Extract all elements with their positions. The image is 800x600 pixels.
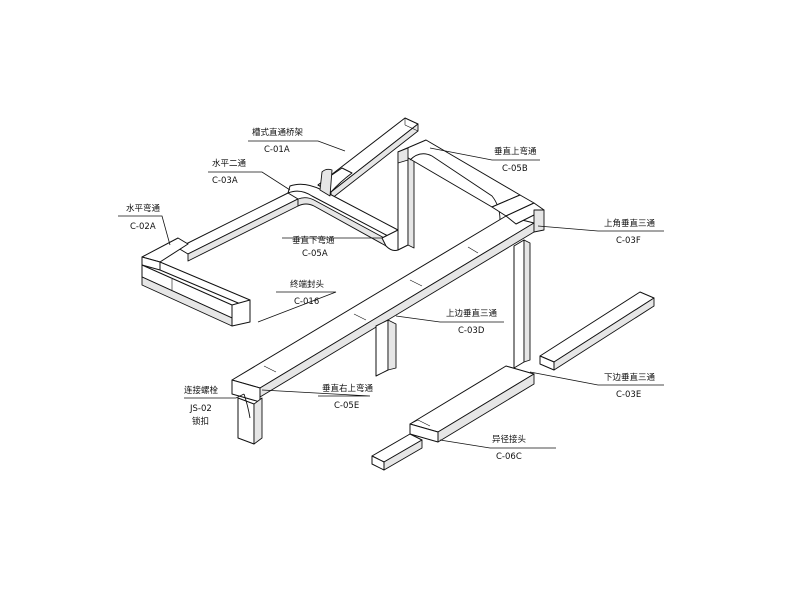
label-c05e-code: C-05E bbox=[334, 401, 359, 411]
label-c05b-code: C-05B bbox=[502, 164, 528, 174]
label-c016-code: C-016 bbox=[294, 297, 319, 307]
label-c03d-name: 上边垂直三通 bbox=[446, 308, 498, 319]
label-c05e-name: 垂直右上弯通 bbox=[322, 383, 374, 394]
label-c03a-code: C-03A bbox=[212, 176, 238, 186]
vertical-bend-c05e bbox=[231, 379, 263, 445]
vertical-riser-network bbox=[381, 139, 535, 251]
right-straight-tray bbox=[539, 291, 655, 371]
label-c03f-code: C-03F bbox=[616, 236, 641, 246]
label-lock-buckle: 锁扣 bbox=[192, 416, 209, 427]
label-c06c-code: C-06C bbox=[496, 452, 522, 462]
main-long-tray bbox=[231, 215, 535, 398]
leader-lines bbox=[118, 140, 664, 449]
label-c03f-name: 上角垂直三通 bbox=[604, 218, 656, 229]
label-c05a-code: C-05A bbox=[302, 249, 328, 259]
labels: 槽式直通桥架 C-01A 水平二通 C-03A 水平弯通 C-02A 垂直下弯通… bbox=[126, 127, 656, 462]
label-c01a-code: C-01A bbox=[264, 145, 290, 155]
tray-drawing bbox=[141, 117, 655, 471]
label-c05a-name: 垂直下弯通 bbox=[292, 235, 335, 246]
label-js02-name: 连接螺栓 bbox=[184, 385, 219, 396]
label-c03a-name: 水平二通 bbox=[212, 158, 247, 169]
label-c01a-name: 槽式直通桥架 bbox=[252, 127, 304, 138]
lower-tray-with-reducer bbox=[371, 365, 535, 471]
vertical-drop-right bbox=[513, 239, 531, 369]
label-c03d-code: C-03D bbox=[458, 326, 485, 336]
label-js02-code: JS-02 bbox=[189, 404, 212, 414]
vertical-tee-c03d bbox=[375, 319, 397, 377]
label-c016-name: 终端封头 bbox=[290, 279, 325, 290]
label-c02a-code: C-02A bbox=[130, 222, 156, 232]
label-c06c-name: 异径接头 bbox=[492, 434, 527, 445]
label-c02a-name: 水平弯通 bbox=[126, 203, 161, 214]
label-c05b-name: 垂直上弯通 bbox=[494, 146, 537, 157]
horizontal-bend-network bbox=[141, 167, 399, 327]
label-c03e-name: 下边垂直三通 bbox=[604, 372, 656, 383]
label-c03e-code: C-03E bbox=[616, 390, 641, 400]
